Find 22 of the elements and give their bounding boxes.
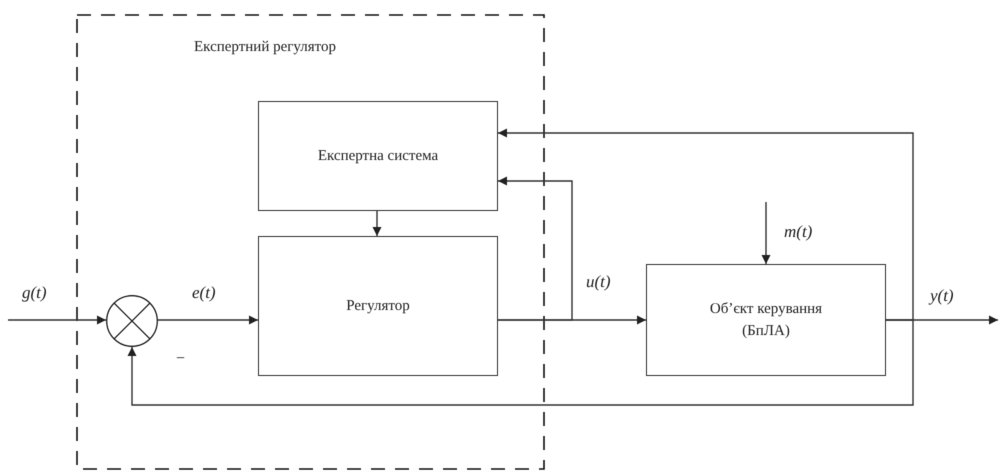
block-label: Експертна система [316,147,440,166]
arrow [8,316,106,324]
block-box [258,101,498,211]
arrow [762,202,770,264]
block-box [646,264,886,376]
signal-label: m(t) [782,222,814,242]
block-box [258,236,498,376]
block-label: Об’єкт керування (БпЛА) [708,300,824,341]
arrow [158,316,258,324]
block-label: Регулятор [345,297,411,316]
arrow [498,176,573,321]
arrow [498,128,914,321]
signal-label: e(t) [190,283,218,303]
summing-junction [106,295,158,347]
arrow [128,319,914,406]
dashed-group-frame [76,14,545,470]
signal-label: y(t) [928,286,956,306]
minus-sign: − [176,350,186,368]
signal-label: g(t) [20,283,49,303]
arrow [372,211,382,236]
signal-label: u(t) [584,272,613,292]
group-heading: Експертний регулятор [194,38,336,57]
